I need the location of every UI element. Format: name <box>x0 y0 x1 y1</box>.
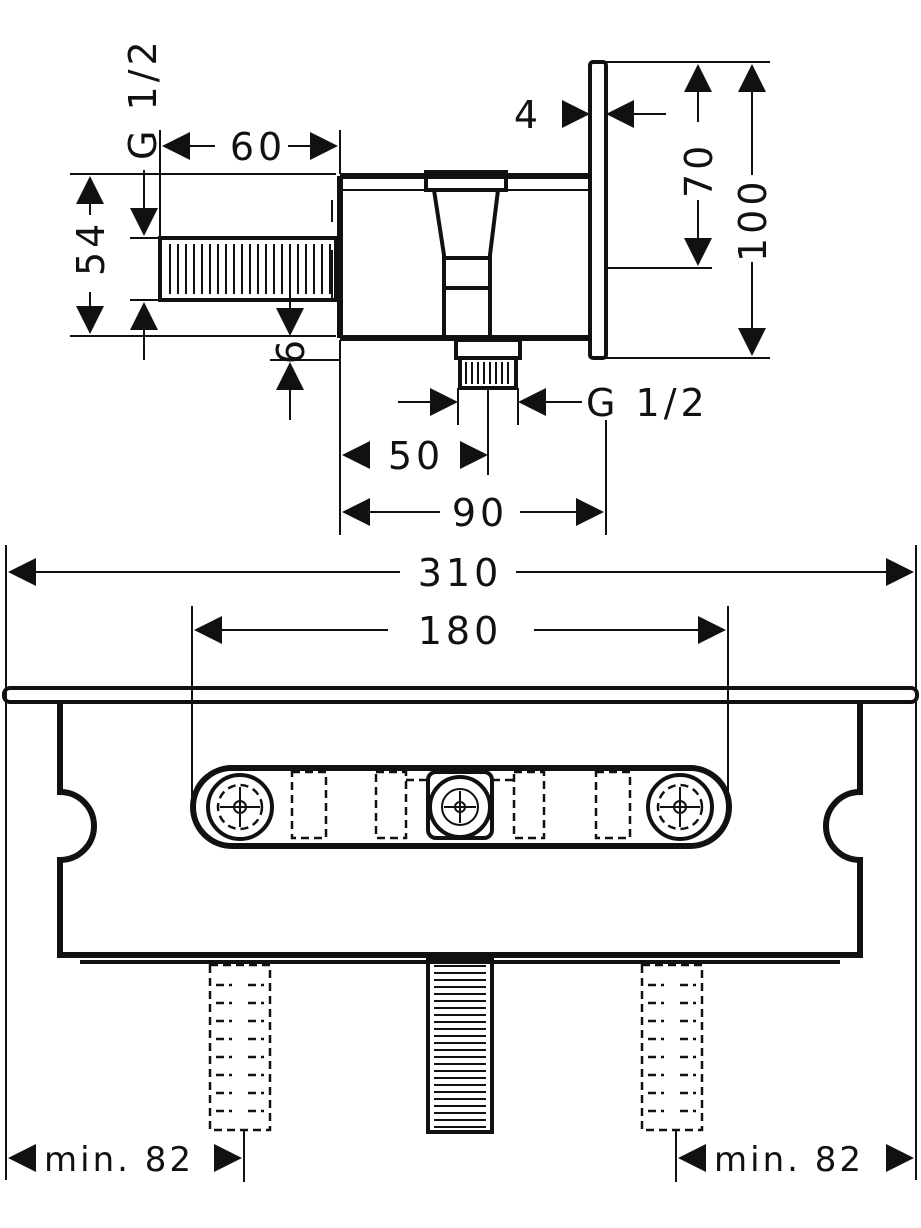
dim-50-label: 50 <box>388 434 444 478</box>
slot-opening <box>190 765 732 849</box>
dim-thread-bottom-label: G 1/2 <box>586 381 709 425</box>
left-supply-hose <box>208 963 272 1132</box>
center-valve <box>426 770 494 840</box>
mounting-plate <box>588 60 608 360</box>
side-view: 60 G 1/2 54 9 4 70 1 <box>69 37 775 535</box>
outlet-pipe <box>158 236 338 302</box>
dim-60-label: 60 <box>230 125 286 169</box>
dim-9-label: 9 <box>267 340 311 368</box>
dim-70-label: 70 <box>677 142 721 198</box>
dim-thread-top-label: G 1/2 <box>121 37 165 160</box>
left-valve <box>206 773 274 841</box>
dim-180-label: 180 <box>418 609 503 653</box>
cover-plate <box>2 686 919 704</box>
dim-310-label: 310 <box>418 551 503 595</box>
dim-100-label: 100 <box>731 177 775 262</box>
dim-4-label: 4 <box>514 93 542 137</box>
dim-54-label: 54 <box>69 220 113 276</box>
bottom-connector <box>454 338 522 450</box>
front-view: 310 180 <box>2 545 919 1182</box>
right-valve <box>646 773 714 841</box>
right-supply-hose <box>640 963 704 1132</box>
mounting-box <box>57 704 863 958</box>
valve-body <box>331 170 590 341</box>
dim-min-right-label: min. 82 <box>714 1140 864 1180</box>
dim-90-label: 90 <box>452 491 508 535</box>
hidden-internals <box>290 770 632 840</box>
center-outlet-pipe <box>426 956 494 1134</box>
dim-min-left-label: min. 82 <box>44 1140 194 1180</box>
